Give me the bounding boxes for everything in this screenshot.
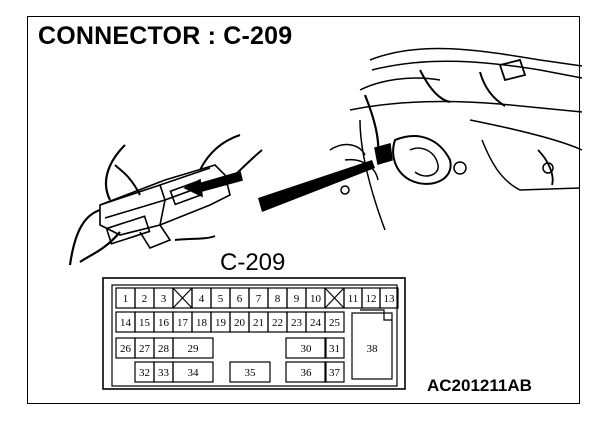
- diagram-frame: [27, 16, 580, 404]
- pin-33: 33: [158, 367, 170, 379]
- pin-4: 4: [199, 293, 205, 305]
- pin-13: 13: [384, 293, 396, 305]
- pin-6: 6: [237, 293, 243, 305]
- pin-25: 25: [329, 317, 341, 329]
- vehicle-illustration: [329, 47, 583, 231]
- pin-12: 12: [366, 293, 377, 305]
- pin-17: 17: [177, 317, 189, 329]
- pin-36: 36: [301, 367, 313, 379]
- pin-9: 9: [294, 293, 300, 305]
- pin-28: 28: [158, 343, 170, 355]
- pin-38: 38: [367, 343, 379, 355]
- pin-7: 7: [256, 293, 262, 305]
- pin-37: 37: [329, 367, 341, 379]
- pin-3: 3: [161, 293, 167, 305]
- pointer-arrow: [258, 160, 375, 212]
- pin-18: 18: [196, 317, 208, 329]
- pin-20: 20: [234, 317, 246, 329]
- pin-31: 31: [329, 343, 340, 355]
- pin-14: 14: [120, 317, 132, 329]
- pin-24: 24: [310, 317, 322, 329]
- pin-10: 10: [310, 293, 322, 305]
- pin-29: 29: [188, 343, 200, 355]
- pin-numbers: 1 2 3 4 5 6 7 8 9 10 11 12 13 14 15 16 1…: [120, 293, 395, 379]
- pin-22: 22: [272, 317, 283, 329]
- page-title: CONNECTOR : C-209: [38, 22, 293, 50]
- pin-16: 16: [158, 317, 170, 329]
- figure-code: AC201211AB: [427, 376, 532, 395]
- pin-1: 1: [123, 293, 129, 305]
- pin-23: 23: [291, 317, 303, 329]
- connector-label: C-209: [220, 249, 286, 276]
- pin-26: 26: [120, 343, 132, 355]
- pin-30: 30: [301, 343, 313, 355]
- pin-8: 8: [275, 293, 281, 305]
- pin-21: 21: [253, 317, 264, 329]
- connector-face: [102, 277, 406, 390]
- pin-15: 15: [139, 317, 151, 329]
- pin-11: 11: [348, 293, 359, 305]
- pin-5: 5: [218, 293, 224, 305]
- pin-27: 27: [139, 343, 151, 355]
- pin-2: 2: [142, 293, 148, 305]
- pin-35: 35: [245, 367, 257, 379]
- pin-32: 32: [139, 367, 150, 379]
- pin-19: 19: [215, 317, 227, 329]
- pin-34: 34: [188, 367, 200, 379]
- connector-illustration: [68, 134, 263, 266]
